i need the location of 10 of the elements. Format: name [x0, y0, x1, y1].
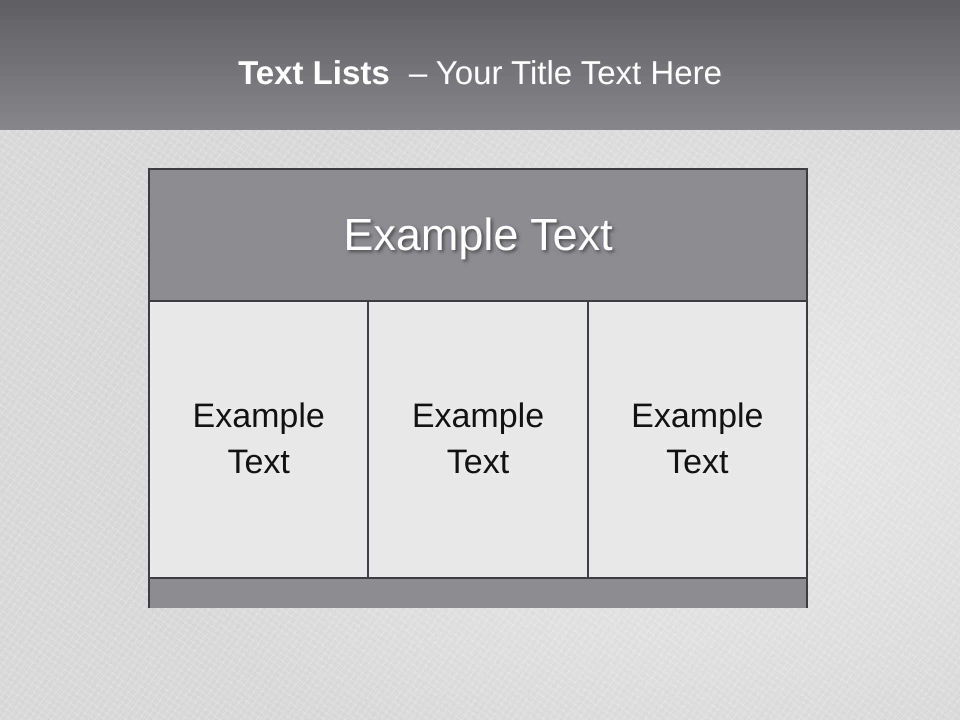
slide-title: Text Lists – Your Title Text Here: [238, 54, 722, 92]
cell-text: Example Text: [410, 396, 546, 482]
text-cell: [369, 302, 587, 577]
cell-text: Example Text: [192, 396, 326, 482]
header-text: Example Text: [343, 209, 613, 261]
header-band: [150, 170, 806, 300]
text-cell: [588, 302, 806, 577]
cell-text: Example Text: [630, 396, 764, 482]
footer-bar: [150, 579, 806, 608]
text-cell: [150, 302, 368, 577]
